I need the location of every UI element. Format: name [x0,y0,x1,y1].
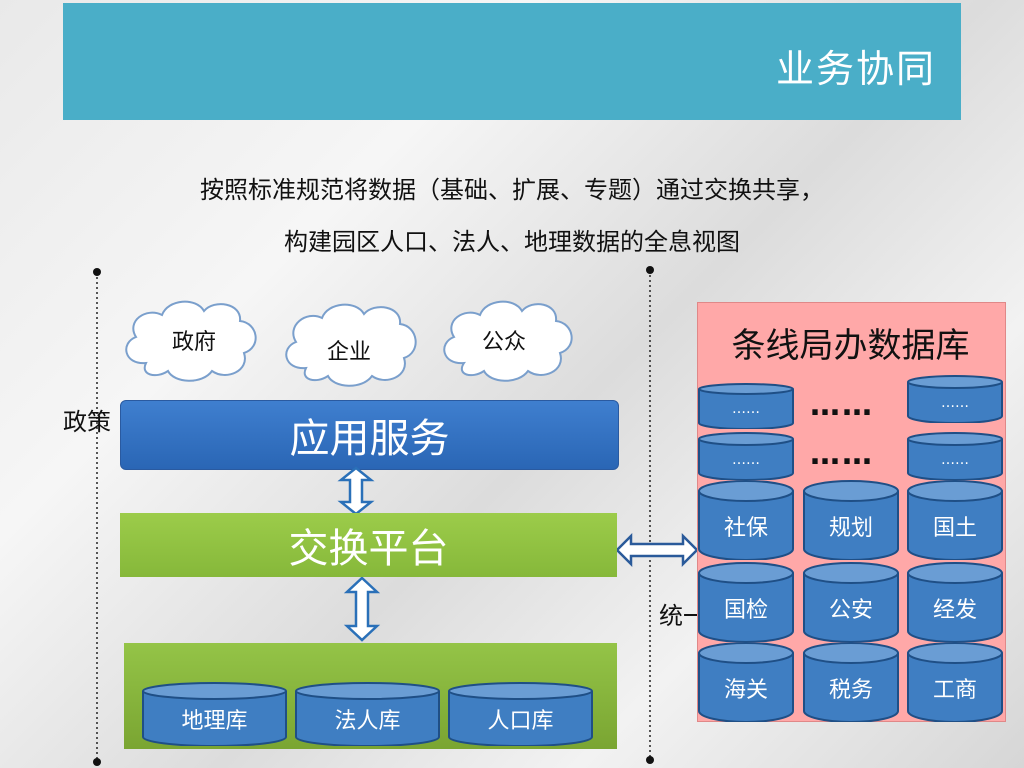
application-layer: 应用服务 [120,400,619,470]
cylinder-planning-label: 规划 [828,515,873,541]
cylinder-ellipsis-4-label: …… [941,451,969,468]
cylinder-tax: 税务 [802,642,900,722]
cylinder-ellipsis-2-label: …… [941,394,969,411]
cylinder-ellipsis-1-label: …… [732,401,760,417]
cylinder-planning: 规划 [802,480,900,560]
page-title: 业务协同 [775,47,936,91]
cylinder-land-label: 国土 [932,515,977,541]
description-line-1: 按照标准规范将数据（基础、扩展、专题）通过交换共享， [200,176,824,204]
exchange-platform-layer: 交换平台 [120,513,617,577]
cylinder-social-security-label: 社保 [723,515,768,541]
cylinder-population-db-label: 人口库 [487,708,554,734]
cylinder-legal-person-db-label: 法人库 [334,708,401,734]
cylinder-economic-dev-label: 经发 [932,597,977,623]
cylinder-customs-label: 海关 [723,677,768,703]
side-label-left: 政策 [63,408,111,436]
ellipsis-row-1: …… [810,388,874,423]
cylinder-customs: 海关 [697,642,795,722]
cylinder-ellipsis-2: …… [906,375,1004,423]
cylinder-social-security: 社保 [697,480,795,560]
cloud-enterprise [285,303,417,387]
cylinder-commerce-label: 工商 [932,677,977,703]
cylinder-ellipsis-3: …… [697,432,795,480]
cylinder-commerce: 工商 [906,642,1004,722]
cylinder-ellipsis-4: …… [906,432,1004,480]
ellipsis-row-2: …… [810,437,874,472]
double-arrow-vertical-1 [337,466,375,516]
cylinder-economic-dev: 经发 [906,562,1004,642]
cylinder-ellipsis-3-label: …… [732,451,760,468]
cylinder-public-security-label: 公安 [828,597,873,623]
bureau-panel-title: 条线局办数据库 [731,326,970,366]
cloud-label-government: 政府 [172,330,217,355]
cloud-label-public: 公众 [482,330,527,355]
cylinder-geography-db-label: 地理库 [181,708,248,734]
cloud-label-enterprise: 企业 [327,340,372,365]
cylinder-land: 国土 [906,480,1004,560]
cylinder-population-db: 人口库 [447,682,594,746]
cylinder-tax-label: 税务 [828,677,873,703]
cloud-government [125,300,257,382]
cylinder-public-security: 公安 [802,562,900,642]
description-line-2: 构建园区人口、法人、地理数据的全息视图 [284,228,740,256]
cylinder-inspection-label: 国检 [723,597,768,623]
cylinder-ellipsis-1: …… [697,383,795,429]
cylinder-legal-person-db: 法人库 [294,682,441,746]
cylinder-geography-db: 地理库 [141,682,288,746]
double-arrow-horizontal [615,532,699,568]
cloud-public [443,300,573,382]
header-banner [63,3,961,120]
cylinder-inspection: 国检 [697,562,795,642]
double-arrow-vertical-2 [343,576,381,642]
